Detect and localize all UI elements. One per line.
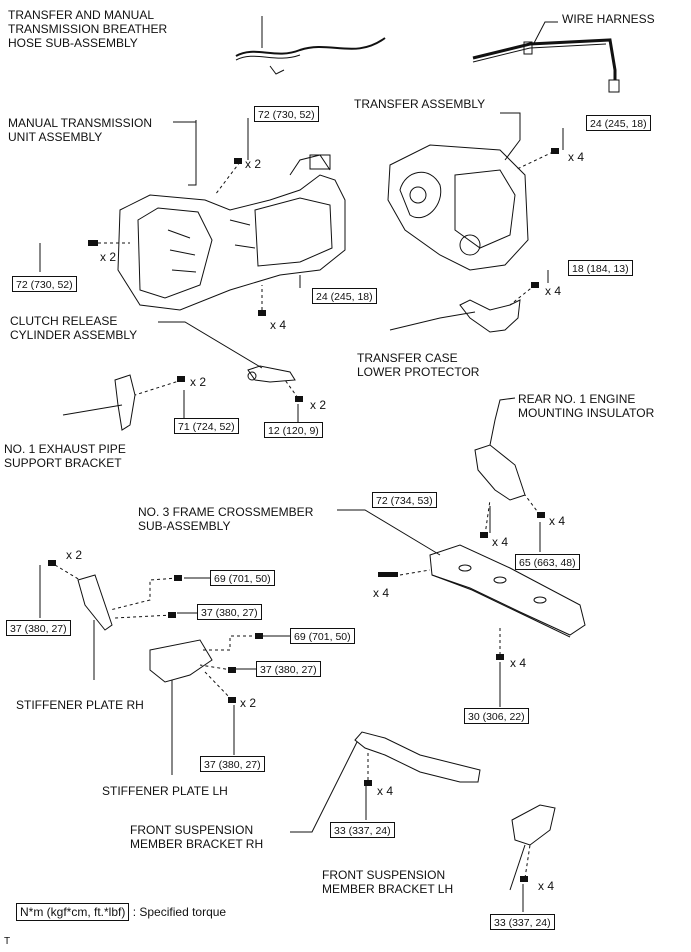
torque-box: 24 (245, 18) [586, 115, 651, 131]
breather-hose-drawing [235, 16, 386, 75]
bolts-and-leaders [54, 151, 554, 879]
stiffener-rh-drawing [77, 574, 113, 680]
torque-box: 30 (306, 22) [464, 708, 529, 724]
label-transfer-assembly: TRANSFER ASSEMBLY [354, 97, 486, 111]
bolt-icon [295, 396, 303, 402]
torque-box: 72 (730, 52) [12, 276, 77, 292]
transfer-protector-drawing [389, 299, 521, 333]
footer-code: T [4, 936, 11, 947]
torque-box: 37 (380, 27) [200, 756, 265, 772]
bolt-icon [174, 575, 182, 581]
transfer-assembly-drawing [387, 112, 529, 271]
label-stiffener-rh: STIFFENER PLATE RH [16, 698, 144, 712]
front-susp-lh-drawing [509, 804, 556, 891]
bolt-icon [496, 654, 504, 660]
bolt-icon [364, 780, 372, 786]
qty-label: x 4 [568, 150, 585, 164]
torque-box: 33 (337, 24) [330, 822, 395, 838]
bolt-icon [480, 532, 488, 538]
qty-label: x 4 [538, 879, 555, 893]
bolt-icon [520, 876, 528, 882]
torque-box: 71 (724, 52) [174, 418, 239, 434]
bolt-icon [531, 282, 539, 288]
qty-label: x 2 [190, 375, 207, 389]
bolt-icon [228, 697, 236, 703]
bolt-icon [258, 310, 266, 316]
bolt-icon [255, 633, 263, 639]
clutch-release-drawing [158, 321, 296, 383]
qty-label: x 4 [373, 586, 390, 600]
wire-harness-drawing [472, 21, 620, 93]
qty-label: x 2 [240, 696, 257, 710]
label-stiffener-lh: STIFFENER PLATE LH [102, 784, 228, 798]
qty-label: x 4 [545, 284, 562, 298]
crossmember-drawing [337, 509, 586, 638]
qty-label: x 4 [549, 514, 566, 528]
stiffener-lh-drawing [149, 639, 213, 775]
bolt-icon [48, 560, 56, 566]
torque-box: 69 (701, 50) [290, 628, 355, 644]
bolt-icon [177, 376, 185, 382]
bolt-icon [551, 148, 559, 154]
label-wire-harness: WIRE HARNESS [562, 12, 655, 26]
torque-leaders [39, 118, 564, 912]
qty-label: x 2 [66, 548, 83, 562]
torque-box: 37 (380, 27) [6, 620, 71, 636]
bolt-icon [234, 158, 242, 164]
torque-box: 69 (701, 50) [210, 570, 275, 586]
torque-box: 24 (245, 18) [312, 288, 377, 304]
manual-transmission-drawing [117, 120, 346, 311]
bolt-icon [537, 512, 545, 518]
torque-box: 37 (380, 27) [197, 604, 262, 620]
legend-unit-box: N*m (kgf*cm, ft.*lbf) [16, 903, 130, 921]
bolt-icon [378, 572, 398, 577]
torque-box: 72 (730, 52) [254, 106, 319, 122]
bolt-icon [88, 240, 98, 246]
torque-box: 65 (663, 48) [515, 554, 580, 570]
qty-label: x 4 [377, 784, 394, 798]
qty-label: x 2 [245, 157, 262, 171]
bolt-icon [168, 612, 176, 618]
torque-box: 18 (184, 13) [568, 260, 633, 276]
legend-text: : Specified torque [132, 905, 227, 919]
qty-label: x 4 [510, 656, 527, 670]
torque-box: 37 (380, 27) [256, 661, 321, 677]
rear-insulator-drawing [474, 397, 526, 501]
exhaust-bracket-drawing [62, 374, 136, 431]
torque-box: 33 (337, 24) [490, 914, 555, 930]
torque-box: 12 (120, 9) [264, 422, 323, 438]
front-susp-rh-drawing [290, 731, 481, 833]
qty-label: x 4 [492, 535, 509, 549]
qty-label: x 2 [310, 398, 327, 412]
qty-label: x 2 [100, 250, 117, 264]
bolt-icon [228, 667, 236, 673]
bolt-icons [48, 148, 559, 882]
torque-legend: N*m (kgf*cm, ft.*lbf) : Specified torque [16, 903, 226, 921]
qty-label: x 4 [270, 318, 287, 332]
torque-box: 72 (734, 53) [372, 492, 437, 508]
